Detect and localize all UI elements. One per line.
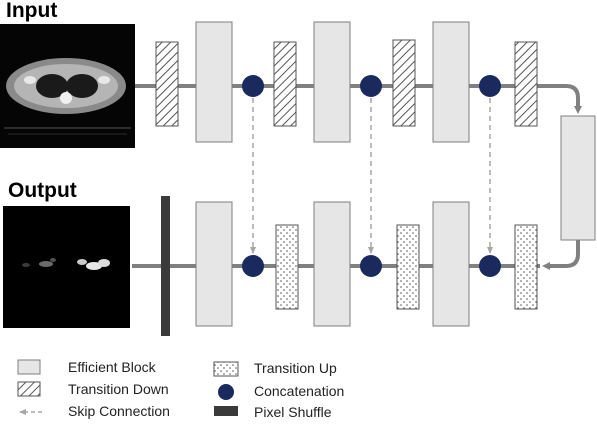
efficient-block <box>432 21 470 143</box>
legend-efficient-block-swatch <box>17 359 41 375</box>
concatenation-node <box>360 75 382 97</box>
efficient-block <box>313 201 351 327</box>
transition-down-block <box>514 41 538 127</box>
transition-up-block <box>396 224 420 310</box>
concatenation-node <box>479 255 501 277</box>
efficient-block <box>195 201 233 327</box>
encoder-flow-line <box>135 84 582 114</box>
input-title: Input <box>6 0 57 22</box>
transition-down-block <box>392 39 416 127</box>
concatenation-node <box>242 255 264 277</box>
transition-up-block <box>514 224 538 310</box>
concatenation-node <box>360 255 382 277</box>
input-ct-image <box>0 24 135 148</box>
legend-pixel-shuffle-label: Pixel Shuffle <box>254 404 332 420</box>
efficient-block <box>432 201 470 327</box>
bottleneck-efficient-block <box>560 115 596 241</box>
legend-pixel-shuffle-swatch <box>214 406 238 416</box>
legend-transition-down-swatch <box>17 381 41 397</box>
decoder-flow-line <box>542 240 580 270</box>
legend-transition-down-label: Transition Down <box>68 381 169 397</box>
legend-transition-up-swatch <box>213 361 239 377</box>
legend-efficient-block-label: Efficient Block <box>68 359 157 375</box>
concatenation-node <box>479 75 501 97</box>
legend-concatenation-swatch <box>218 384 234 400</box>
concatenation-node <box>242 75 264 97</box>
pixel-shuffle-block <box>161 196 170 336</box>
output-segmentation-image <box>3 206 130 328</box>
legend-transition-up-label: Transition Up <box>254 360 337 376</box>
transition-down-block <box>273 41 297 127</box>
transition-down-block <box>155 41 179 127</box>
transition-up-block <box>275 224 299 310</box>
legend-skip-connection-label: Skip Connection <box>68 403 170 419</box>
output-title: Output <box>8 179 77 202</box>
efficient-block <box>313 21 351 143</box>
legend-concatenation-label: Concatenation <box>254 383 344 399</box>
legend: Efficient Block Transition Down Skip Con… <box>17 359 344 420</box>
efficient-block <box>195 21 233 143</box>
